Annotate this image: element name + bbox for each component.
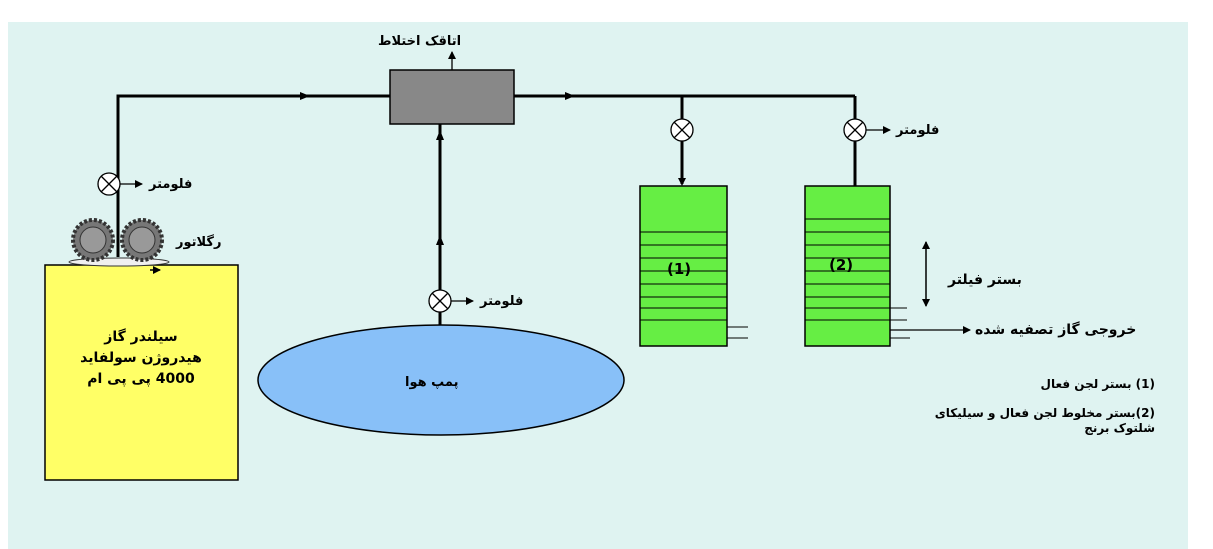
flow-arrows bbox=[300, 92, 686, 245]
filter-bed-1 bbox=[639, 185, 748, 347]
regulator-label: رگلاتور bbox=[176, 235, 222, 250]
flowmeter-label: فلومتر bbox=[480, 294, 524, 309]
flowmeter-label: فلومتر bbox=[896, 123, 940, 138]
purified-gas-label: خروجی گاز تصفیه شده bbox=[975, 322, 1137, 338]
flowmeter-valve-icon bbox=[843, 118, 867, 142]
gas-cylinder bbox=[44, 264, 239, 481]
filter-bed-label: بستر فیلتر bbox=[948, 272, 1022, 288]
bed-1-number: (1) bbox=[667, 260, 692, 278]
flowmeter-valve-icon bbox=[97, 172, 121, 196]
cylinder-line: هیدروژن سولفاید bbox=[80, 350, 202, 366]
mixing-chamber bbox=[389, 69, 515, 125]
bed-2-number: (2) bbox=[829, 256, 854, 274]
regulator-icon bbox=[68, 218, 170, 267]
cylinder-line: 4000 پی پی ام bbox=[87, 371, 195, 387]
flowmeter-valve-icon bbox=[428, 289, 452, 313]
air-pump bbox=[257, 324, 625, 436]
flowmeter-label: فلومتر bbox=[149, 177, 193, 192]
legend-item-1: (1) بستر لجن فعال bbox=[1040, 377, 1155, 391]
cylinder-text: سیلندر گاز هیدروژن سولفاید 4000 پی پی ام bbox=[48, 327, 234, 390]
legend-item-2: (2)بستر مخلوط لجن فعال و سیلیکای شلتوک ب… bbox=[915, 406, 1155, 436]
mixing-chamber-label: اتاقک اختلاط bbox=[378, 34, 462, 49]
cylinder-line: سیلندر گاز bbox=[104, 329, 178, 345]
pump-label: پمپ هوا bbox=[405, 375, 459, 390]
flowmeter-valve-icon bbox=[670, 118, 694, 142]
legend-item-2-line: (2)بستر مخلوط لجن فعال و سیلیکای bbox=[934, 406, 1155, 420]
legend-item-2-line: شلتوک برنج bbox=[1084, 421, 1155, 435]
filter-bed-2 bbox=[804, 185, 910, 347]
